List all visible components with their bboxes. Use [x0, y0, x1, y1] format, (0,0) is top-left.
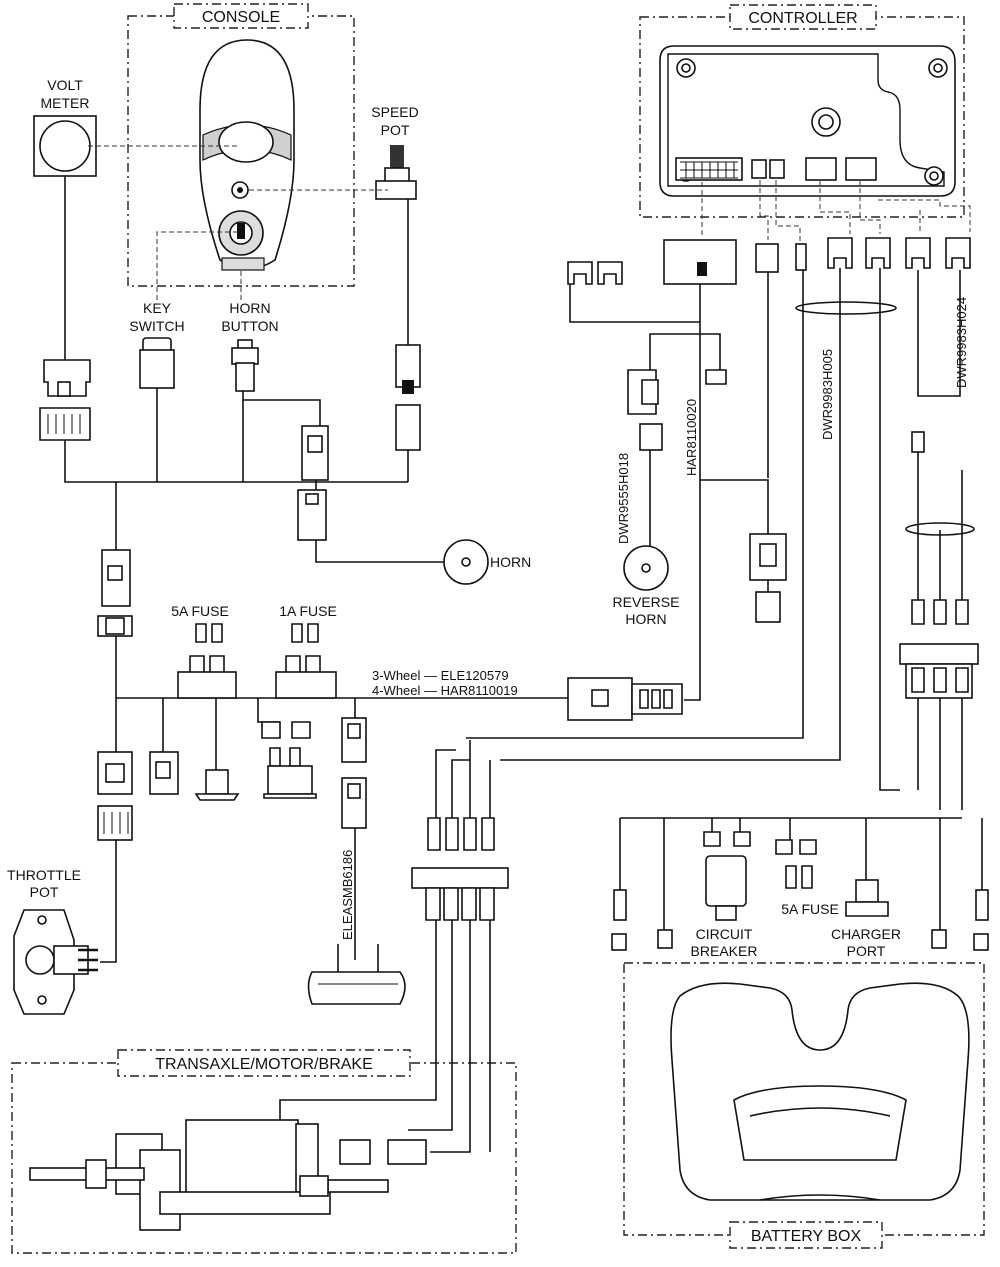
svg-text:BREAKER: BREAKER: [691, 943, 758, 959]
connector-motor-harness: [411, 817, 509, 921]
connector-reverse-horn: [627, 369, 727, 451]
harness-dwr9983h005-label: DWR9983H005: [820, 349, 835, 440]
svg-text:5A FUSE: 5A FUSE: [171, 603, 229, 619]
horn: HORN: [443, 539, 531, 585]
battery-connectors: [611, 889, 989, 951]
harness-har8110020-label: HAR8110020: [684, 399, 699, 476]
controller-unit: [659, 45, 956, 197]
charger-port: CHARGER PORT: [831, 879, 901, 959]
harness-4wheel-label: 4-Wheel — HAR8110019: [372, 683, 518, 698]
svg-text:CIRCUIT: CIRCUIT: [696, 926, 753, 942]
harness-dwr9983h024-label: DWR9983H024: [954, 297, 969, 388]
svg-text:REVERSE: REVERSE: [613, 594, 680, 610]
battery-box-shell: [670, 982, 970, 1201]
svg-text:CHARGER: CHARGER: [831, 926, 901, 942]
key-switch-label-2: SWITCH: [129, 318, 184, 334]
harness-eleasmb6186-label: ELEASMB6186: [340, 850, 355, 940]
key-switch: [139, 337, 175, 389]
harness-3wheel-label: 3-Wheel — ELE120579: [372, 668, 509, 683]
connector-speed-pot: [395, 344, 421, 451]
svg-text:THROTTLE: THROTTLE: [7, 867, 81, 883]
connector-volt-meter: [39, 359, 91, 441]
svg-text:SPEED: SPEED: [371, 104, 418, 120]
svg-text:POT: POT: [30, 884, 59, 900]
fuse-holder-5a: [194, 769, 240, 801]
console-box: CONSOLE: [127, 3, 355, 287]
connector-battery-harness: [899, 431, 979, 699]
horn-button-label-2: BUTTON: [221, 318, 278, 334]
fuse-5a-top: 5A FUSE: [171, 603, 237, 699]
controller-label: CONTROLLER: [748, 10, 857, 27]
console-label: CONSOLE: [202, 9, 280, 26]
battery-box-label: BATTERY BOX: [751, 1228, 862, 1245]
wires: [64, 176, 983, 1153]
svg-text:1A FUSE: 1A FUSE: [279, 603, 337, 619]
eleasmb-pad: [307, 944, 406, 1005]
svg-text:5A FUSE: 5A FUSE: [781, 901, 839, 917]
connector-eleasmb: [341, 717, 367, 829]
connector-main-harness: [567, 677, 683, 721]
transaxle-label: TRANSAXLE/MOTOR/BRAKE: [155, 1056, 373, 1073]
connector-throttle: [97, 751, 133, 841]
console-housing: [199, 39, 295, 271]
connector-horn-button: [301, 425, 329, 481]
horn-button-label-1: HORN: [229, 300, 270, 316]
controller-box: CONTROLLER: [639, 4, 965, 218]
speed-pot: SPEED POT: [249, 104, 419, 200]
connector-small-1: [149, 751, 179, 795]
connector-right-mid: [749, 533, 787, 623]
svg-text:POT: POT: [381, 122, 410, 138]
volt-meter: VOLT METER: [33, 77, 240, 177]
circuit-breaker: CIRCUIT BREAKER: [691, 831, 758, 959]
fuse-holder-1a: [261, 721, 317, 799]
battery-box: BATTERY BOX: [623, 962, 985, 1249]
key-switch-label-1: KEY: [143, 300, 172, 316]
connector-main-left: [97, 549, 133, 637]
throttle-pot: THROTTLE POT: [7, 867, 98, 1015]
transaxle-motor: [29, 1119, 427, 1231]
svg-text:HORN: HORN: [490, 554, 531, 570]
svg-text:PORT: PORT: [847, 943, 886, 959]
fuse-5a-bottom: 5A FUSE: [775, 839, 839, 917]
controller-harness-connectors: [567, 237, 971, 285]
svg-text:VOLT: VOLT: [47, 77, 83, 93]
transaxle-box: TRANSAXLE/MOTOR/BRAKE: [11, 1049, 517, 1254]
svg-text:METER: METER: [41, 95, 90, 111]
svg-text:HORN: HORN: [625, 611, 666, 627]
connector-horn: [297, 489, 327, 541]
horn-button: [231, 339, 259, 392]
reverse-horn: REVERSE HORN: [613, 545, 680, 627]
harness-dwr9555h018-label: DWR9555H018: [616, 453, 631, 544]
fuse-1a: 1A FUSE: [275, 603, 337, 699]
